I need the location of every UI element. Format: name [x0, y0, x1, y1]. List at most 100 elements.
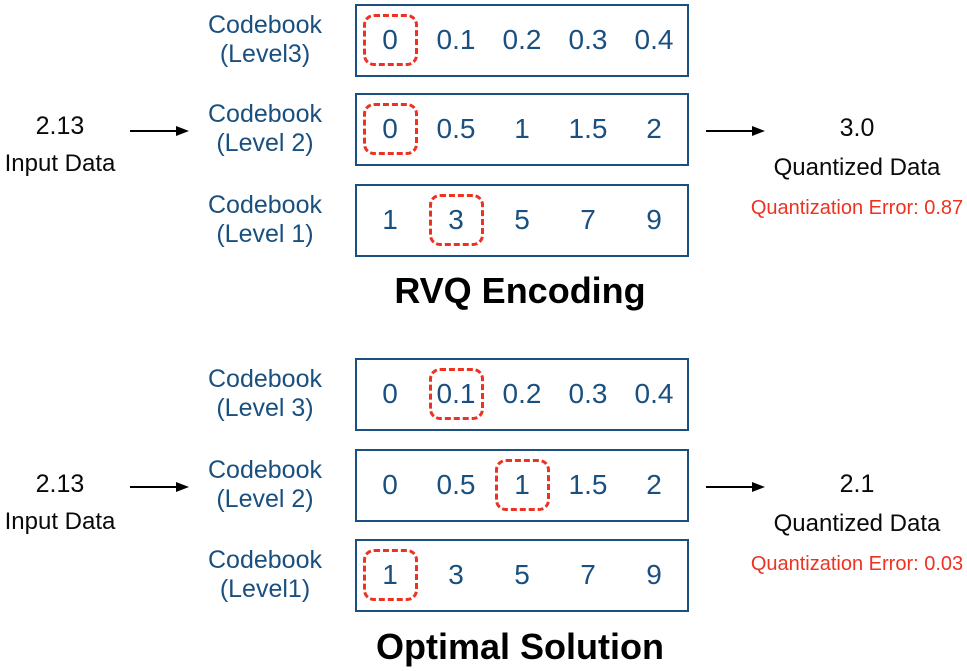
codebook-entry: 0.5 — [423, 103, 489, 155]
codebook-value: 5 — [514, 204, 530, 235]
codebook-label-line2: (Level1) — [219, 575, 311, 603]
codebook-value: 5 — [514, 559, 530, 590]
codebook-value: 9 — [646, 204, 662, 235]
codebook-value: 3 — [428, 194, 484, 246]
quantized-label: Quantized Data — [773, 154, 941, 181]
input-value: 2.13 — [35, 112, 85, 140]
codebook-label-line1: Codebook — [208, 546, 322, 574]
codebook-value: 0.3 — [568, 378, 608, 409]
codebook-value: 0.5 — [436, 469, 476, 500]
quantization-error: Quantization Error: 0.87 — [750, 197, 964, 219]
codebook-value: 0.2 — [502, 378, 542, 409]
quantized-value: 2.1 — [839, 470, 875, 498]
codebook-value: 1 — [382, 204, 398, 235]
input-label: Input Data — [4, 150, 116, 177]
input-arrow — [130, 482, 189, 492]
codebook-row-level3: Codebook (Level3) 0 0.1 0.2 0.3 0.4 — [190, 3, 689, 77]
codebook-row-level3: Codebook (Level 3) 0 0.1 0.2 0.3 0.4 — [190, 357, 689, 431]
codebook-entry: 0 — [357, 368, 423, 420]
codebook-label-line2: (Level 3) — [216, 394, 314, 422]
section-title-optimal-solution: Optimal Solution — [376, 626, 664, 667]
codebook-entry: 1.5 — [555, 103, 621, 155]
input-arrow — [130, 126, 189, 136]
codebook-entry: 2 — [621, 459, 687, 511]
codebook-box: 0 0.1 0.2 0.3 0.4 — [355, 357, 689, 431]
quantized-label: Quantized Data — [773, 510, 941, 537]
codebook-row-level1: Codebook (Level 1) 1 3 5 7 9 — [190, 183, 689, 257]
codebook-value: 0 — [362, 14, 418, 66]
codebook-label-line2: (Level3) — [219, 40, 311, 68]
codebook-value: 9 — [646, 559, 662, 590]
codebook-value: 7 — [580, 204, 596, 235]
codebook-entry: 0.2 — [489, 14, 555, 66]
codebook-entry: 0.4 — [621, 14, 687, 66]
codebook-value: 0.1 — [428, 368, 484, 420]
input-label: Input Data — [4, 508, 116, 535]
codebook-label: Codebook (Level 2) — [190, 456, 340, 514]
codebook-row-level2: Codebook (Level 2) 0 0.5 1 1.5 2 — [190, 92, 689, 166]
codebook-value: 1 — [514, 113, 530, 144]
codebook-entry: 3 — [423, 549, 489, 601]
codebook-box: 0 0.5 1 1.5 2 — [355, 92, 689, 166]
codebook-value: 0 — [382, 469, 398, 500]
quantization-error: Quantization Error: 0.03 — [750, 553, 964, 575]
codebook-entry-selected: 3 — [423, 194, 489, 246]
codebook-entry: 1.5 — [555, 459, 621, 511]
codebook-value: 0.5 — [436, 113, 476, 144]
output-arrow — [706, 126, 765, 136]
codebook-value: 0.2 — [502, 24, 542, 55]
codebook-label-line1: Codebook — [208, 100, 322, 128]
codebook-value: 0 — [362, 103, 418, 155]
codebook-entry: 9 — [621, 549, 687, 601]
codebook-value: 2 — [646, 113, 662, 144]
codebook-entry: 7 — [555, 549, 621, 601]
codebook-label-line2: (Level 1) — [216, 220, 314, 248]
codebook-entry: 0.4 — [621, 368, 687, 420]
input-value: 2.13 — [35, 470, 85, 498]
codebook-label-line1: Codebook — [208, 365, 322, 393]
codebook-entry: 0.3 — [555, 368, 621, 420]
codebook-value: 0.4 — [634, 24, 674, 55]
codebook-value: 0.3 — [568, 24, 608, 55]
codebook-entry-selected: 0.1 — [423, 368, 489, 420]
codebook-entry-selected: 0 — [357, 14, 423, 66]
quantized-value: 3.0 — [839, 114, 875, 142]
codebook-label-line1: Codebook — [208, 456, 322, 484]
codebook-label: Codebook (Level 3) — [190, 365, 340, 423]
codebook-entry: 1 — [489, 103, 555, 155]
section-title-rvq-encoding: RVQ Encoding — [394, 270, 646, 311]
codebook-row-level2: Codebook (Level 2) 0 0.5 1 1.5 2 — [190, 448, 689, 522]
codebook-label: Codebook (Level 1) — [190, 191, 340, 249]
input-data-group: 2.13 Input Data — [0, 470, 120, 536]
codebook-entry-selected: 0 — [357, 103, 423, 155]
quantized-data-group: 2.1 Quantized Data Quantization Error: 0… — [748, 470, 966, 576]
codebook-value: 0.1 — [436, 24, 476, 55]
codebook-entry: 0.2 — [489, 368, 555, 420]
codebook-entry: 2 — [621, 103, 687, 155]
codebook-entry: 5 — [489, 549, 555, 601]
codebook-entry: 0.1 — [423, 14, 489, 66]
codebook-entry: 9 — [621, 194, 687, 246]
codebook-value: 1.5 — [568, 469, 608, 500]
codebook-entry-selected: 1 — [357, 549, 423, 601]
codebook-entry: 0 — [357, 459, 423, 511]
codebook-value: 3 — [448, 559, 464, 590]
codebook-entry: 0.5 — [423, 459, 489, 511]
codebook-label-line2: (Level 2) — [216, 485, 314, 513]
codebook-value: 1 — [362, 549, 418, 601]
codebook-entry: 1 — [357, 194, 423, 246]
quantized-data-group: 3.0 Quantized Data Quantization Error: 0… — [748, 114, 966, 220]
codebook-label-line1: Codebook — [208, 11, 322, 39]
codebook-label: Codebook (Level 2) — [190, 100, 340, 158]
codebook-value: 7 — [580, 559, 596, 590]
codebook-value: 1.5 — [568, 113, 608, 144]
codebook-value: 0 — [382, 378, 398, 409]
codebook-entry: 7 — [555, 194, 621, 246]
codebook-label: Codebook (Level1) — [190, 546, 340, 604]
codebook-box: 0 0.5 1 1.5 2 — [355, 448, 689, 522]
input-data-group: 2.13 Input Data — [0, 112, 120, 178]
codebook-label-line2: (Level 2) — [216, 129, 314, 157]
codebook-entry: 0.3 — [555, 14, 621, 66]
codebook-value: 1 — [494, 459, 550, 511]
